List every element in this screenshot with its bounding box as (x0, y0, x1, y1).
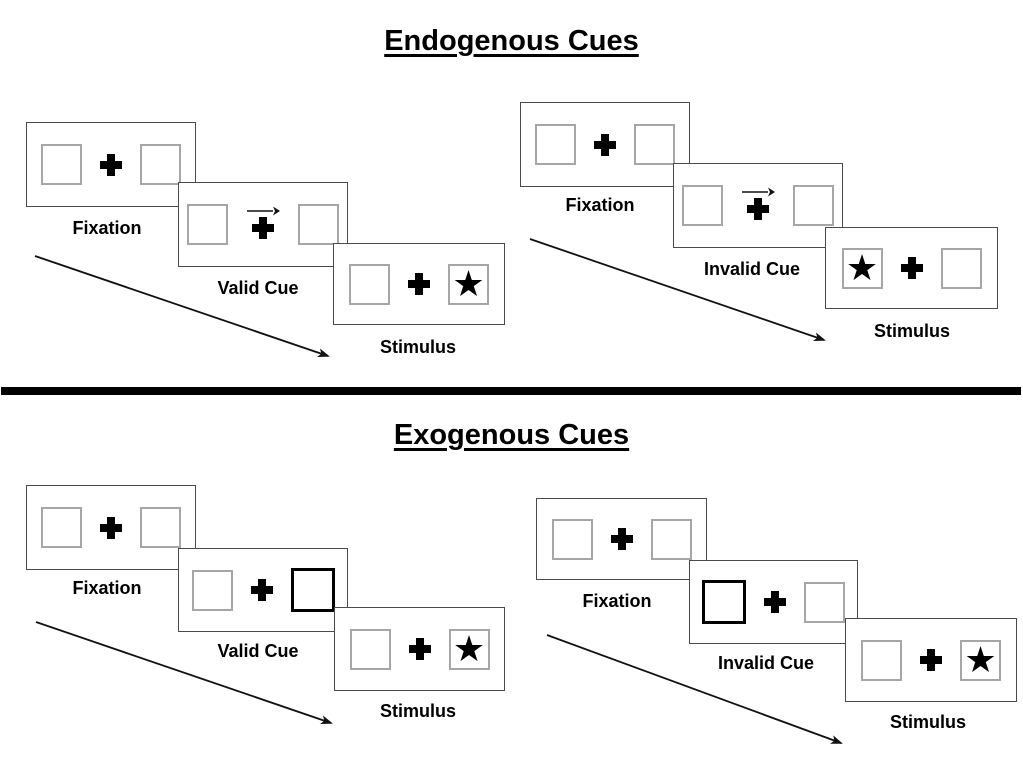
cue-highlight-box (290, 568, 335, 612)
left-box (861, 639, 902, 681)
section-title-exogenous: Exogenous Cues (393, 419, 630, 451)
exogenous-invalid-cue-panel (689, 560, 858, 644)
endogenous-invalid-fixation-panel (520, 102, 690, 187)
panel-label-stimulus: Stimulus (379, 337, 456, 357)
cue-right-arrow-icon (247, 206, 280, 216)
left-box (349, 628, 391, 670)
panel-label-fixation: Fixation (565, 195, 635, 215)
right-box (804, 581, 845, 623)
panel-label-invalid-cue: Invalid Cue (717, 653, 815, 673)
panel-label-fixation: Fixation (72, 578, 142, 598)
sequence-arrow-icon (546, 634, 843, 744)
fixation-cross-icon (594, 133, 616, 156)
left-box (349, 263, 390, 305)
right-box (634, 124, 675, 165)
panel-label-fixation: Fixation (72, 218, 142, 238)
right-box (650, 518, 692, 560)
left-box (191, 569, 233, 611)
endogenous-invalid-stimulus-panel: ★ (825, 227, 998, 309)
right-box-with-star: ★ (960, 639, 1001, 681)
left-box (551, 518, 593, 560)
section-divider (1, 387, 1021, 395)
left-box (41, 144, 82, 185)
panel-label-stimulus: Stimulus (379, 701, 456, 721)
endogenous-valid-fixation-panel (26, 122, 196, 207)
exogenous-valid-cue-panel (178, 548, 348, 632)
left-box (41, 507, 82, 548)
exogenous-valid-fixation-panel (26, 485, 196, 570)
right-box-with-star: ★ (448, 628, 490, 670)
fixation-cross-icon (920, 649, 942, 671)
panel-label-invalid-cue: Invalid Cue (703, 259, 801, 279)
right-box (793, 185, 834, 226)
fixation-cross-icon (764, 591, 786, 613)
exogenous-invalid-fixation-panel (536, 498, 707, 580)
fixation-cross-icon (408, 638, 431, 660)
fixation-cross-icon (900, 257, 923, 279)
right-box (140, 144, 181, 185)
fixation-cross-icon (100, 153, 122, 176)
left-box (187, 204, 228, 245)
cue-right-arrow-icon (742, 187, 775, 197)
panel-label-fixation: Fixation (582, 591, 652, 611)
star-icon: ★ (845, 247, 879, 288)
fixation-cross-icon (610, 528, 633, 550)
star-icon: ★ (964, 639, 997, 680)
panel-label-stimulus: Stimulus (889, 712, 966, 732)
panel-label-valid-cue: Valid Cue (217, 278, 299, 298)
sequence-arrow-icon (529, 238, 826, 342)
panel-label-stimulus: Stimulus (873, 321, 950, 341)
fixation-cross-icon (100, 516, 122, 539)
sequence-arrow-icon (34, 255, 330, 358)
fixation-cross-icon (252, 217, 274, 239)
exogenous-valid-stimulus-panel: ★ (334, 607, 505, 691)
fixation-cross-icon (250, 579, 273, 601)
fixation-cross-icon (408, 273, 430, 295)
sequence-arrow-icon (35, 621, 333, 725)
right-box (140, 507, 181, 548)
panel-label-valid-cue: Valid Cue (217, 641, 299, 661)
left-box (682, 185, 723, 226)
left-box-with-star: ★ (841, 247, 883, 289)
left-box (535, 124, 576, 165)
exogenous-invalid-stimulus-panel: ★ (845, 618, 1017, 702)
cue-highlight-box (702, 580, 746, 624)
right-box (298, 204, 339, 245)
endogenous-valid-stimulus-panel: ★ (333, 243, 505, 325)
right-box-with-star: ★ (448, 263, 489, 305)
fixation-cross-icon (747, 198, 769, 220)
star-icon: ★ (452, 628, 486, 669)
endogenous-valid-cue-panel (178, 182, 348, 267)
endogenous-invalid-cue-panel (673, 163, 843, 248)
right-box (940, 247, 982, 289)
star-icon: ★ (452, 263, 485, 304)
section-title-endogenous: Endogenous Cues (384, 25, 639, 57)
